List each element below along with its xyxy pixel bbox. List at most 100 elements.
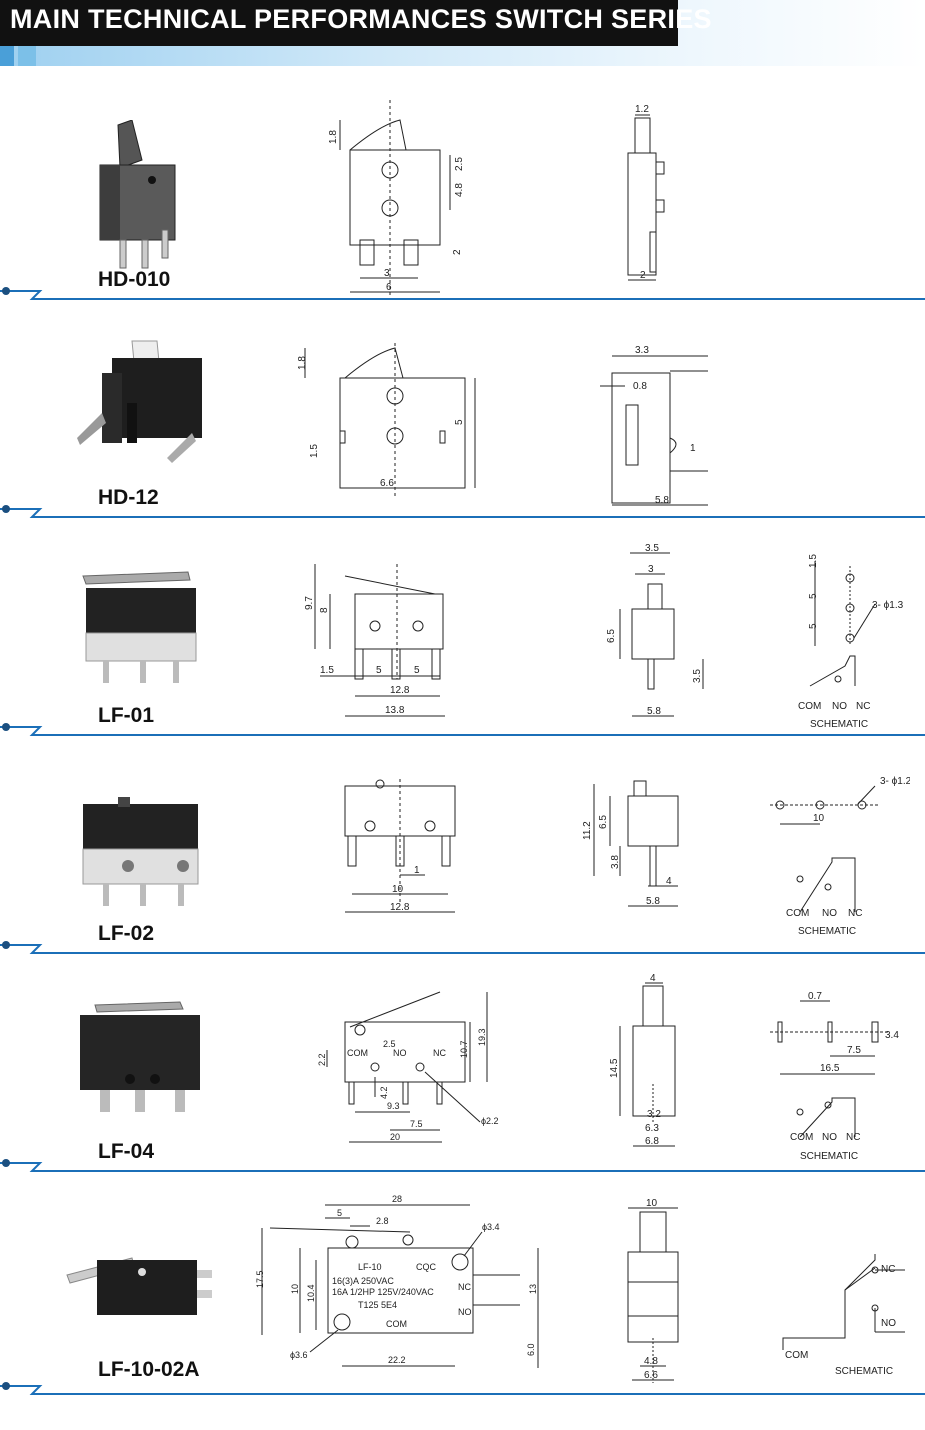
dim-text: 0.7 (808, 992, 822, 1002)
rating-line-2: 16A 1/2HP 125V/240VAC (332, 1287, 434, 1297)
front-label-no: NO (458, 1307, 472, 1317)
dim-text: 10 (813, 813, 825, 824)
front-drawing-lf-10-02a: 28 5 2.8 ϕ3.4 LF-10 CQC 16(3)A 250VAC 16… (255, 1194, 539, 1368)
dim-text: 10.4 (306, 1284, 316, 1302)
switch-row-hd-010: HD-010 1.8 2.5 4.8 2 3 6 1.2 2 (0, 80, 925, 300)
row-separator (0, 723, 925, 736)
device-model-marking: LF-10 (358, 1262, 382, 1272)
schematic-title: SCHEMATIC (810, 719, 868, 730)
dim-text: 0.8 (633, 381, 647, 392)
side-drawing-lf-10-02a: 10 4.8 6.6 (627, 1198, 679, 1383)
dim-text: 3.5 (645, 544, 659, 554)
side-drawing-lf-04: 4 14.5 3.2 6.3 6.8 (609, 974, 676, 1147)
dim-text: 3- ϕ1.3 (872, 600, 904, 611)
device-cqc-marking: CQC (416, 1262, 437, 1272)
dim-text: 3.5 (692, 669, 703, 683)
header-accent-bar (0, 46, 14, 66)
schematic-label-com: COM (786, 908, 809, 919)
rating-line-1: 16(3)A 250VAC (332, 1276, 394, 1286)
dim-text: 6.6 (380, 478, 394, 489)
schematic-label-no: NO (881, 1318, 896, 1329)
switch-row-lf-02: LF-02 1 10 12.8 11.2 6.5 3.8 4 5.8 3- ϕ1… (0, 734, 925, 954)
dim-text: 4 (666, 876, 672, 887)
schematic-lf-02: 3- ϕ1.2 10 COM NO NC SCHEMATIC (770, 776, 910, 937)
dim-text: ϕ2.2 (481, 1116, 499, 1126)
product-photo-lf-04 (80, 1001, 200, 1112)
dim-text: 5 (454, 419, 465, 425)
model-label: LF-02 (98, 922, 155, 945)
dim-text: 3 (648, 564, 654, 575)
switch-row-lf-04: LF-04 COM NO NC 2.5 2.2 10.7 19.3 4.2 9.… (0, 952, 925, 1172)
dim-text: ϕ3.4 (482, 1222, 500, 1232)
model-label: HD-12 (98, 486, 159, 509)
dim-text: 13.8 (385, 705, 405, 716)
front-drawing-lf-02: 1 10 12.8 (344, 779, 456, 913)
dim-text: 10.7 (459, 1040, 469, 1058)
product-photo-lf-10-02a (66, 1257, 212, 1315)
dim-text: 3.2 (647, 1109, 661, 1120)
dim-text: 9.7 (304, 596, 315, 610)
dim-text: 5 (414, 665, 420, 676)
schematic-title: SCHEMATIC (835, 1366, 893, 1377)
dim-text: 6.8 (645, 1136, 659, 1147)
front-drawing-hd-12: 1.8 1.5 5 6.6 (297, 343, 476, 498)
dim-text: 19.3 (477, 1028, 487, 1046)
dim-text: 5.8 (646, 896, 660, 907)
product-photo-hd-12 (77, 340, 202, 463)
row-separator (0, 505, 925, 518)
dim-text: 6.3 (645, 1123, 659, 1134)
dim-text: 4 (650, 974, 656, 984)
dim-text: 10 (392, 884, 404, 895)
dim-text: 3- ϕ1.2 (880, 776, 910, 787)
dim-text: 1.2 (635, 104, 649, 115)
dim-text: 4.8 (644, 1356, 658, 1367)
dim-text: 11.2 (582, 821, 593, 840)
dim-text: 5 (337, 1208, 342, 1218)
dim-text: 6.6 (644, 1370, 658, 1381)
dim-text: 1.5 (808, 554, 819, 568)
front-label-nc: NC (433, 1048, 446, 1058)
dim-text: 1 (690, 443, 696, 454)
dim-text: 1.8 (297, 356, 308, 370)
dim-text: 12.8 (390, 902, 410, 913)
schematic-lf-10-02a: NC NO COM SCHEMATIC (782, 1254, 905, 1377)
schematic-lf-01: 1.5 5 5 3- ϕ1.3 COM NO NC SCHEMATIC (798, 554, 904, 730)
dim-text: 28 (392, 1194, 402, 1204)
dim-text: 5 (808, 593, 819, 599)
dim-text: 3 (384, 268, 390, 279)
dim-text: 10 (290, 1284, 300, 1294)
dim-text: 6.5 (606, 629, 617, 643)
dim-text: 2 (640, 270, 646, 281)
front-label-com: COM (347, 1048, 368, 1058)
side-drawing-lf-01: 3.5 3 6.5 3.5 5.8 (606, 544, 704, 717)
dim-text: 22.2 (388, 1355, 406, 1365)
product-photo-lf-01 (82, 571, 197, 683)
switch-row-lf-01: LF-01 9.7 8 1.5 5 5 12.8 13.8 3.5 3 6.5 … (0, 516, 925, 736)
dim-text: 1.5 (320, 665, 334, 676)
row-separator (0, 1159, 925, 1172)
schematic-title: SCHEMATIC (800, 1151, 858, 1162)
dim-text: 4.2 (379, 1086, 389, 1099)
rating-line-3: T125 5E4 (358, 1300, 397, 1310)
front-drawing-lf-04: COM NO NC 2.5 2.2 10.7 19.3 4.2 9.3 7.5 … (317, 991, 499, 1143)
dim-text: 1.5 (309, 444, 320, 458)
dim-text: 6.0 (526, 1343, 536, 1356)
dim-text: 7.5 (410, 1119, 423, 1129)
schematic-label-no: NO (822, 908, 837, 919)
schematic-title: SCHEMATIC (798, 926, 856, 937)
dim-text: 10 (646, 1198, 658, 1209)
dim-text: 2.5 (454, 157, 465, 171)
product-photo-lf-02 (82, 797, 199, 906)
dim-text: 3.4 (885, 1030, 899, 1041)
dim-text: 7.5 (847, 1045, 861, 1056)
page-title: MAIN TECHNICAL PERFORMANCES SWITCH SERIE… (10, 4, 712, 34)
front-label-com: COM (386, 1319, 407, 1329)
dim-text: 2 (452, 249, 463, 255)
dim-text: 20 (390, 1132, 400, 1142)
front-drawing-lf-01: 9.7 8 1.5 5 5 12.8 13.8 (304, 564, 445, 717)
product-photo-hd-010 (99, 120, 176, 269)
front-label-nc: NC (458, 1282, 471, 1292)
schematic-label-nc: NC (846, 1132, 860, 1143)
row-separator (0, 1382, 925, 1395)
dim-text: 5.8 (647, 706, 661, 717)
